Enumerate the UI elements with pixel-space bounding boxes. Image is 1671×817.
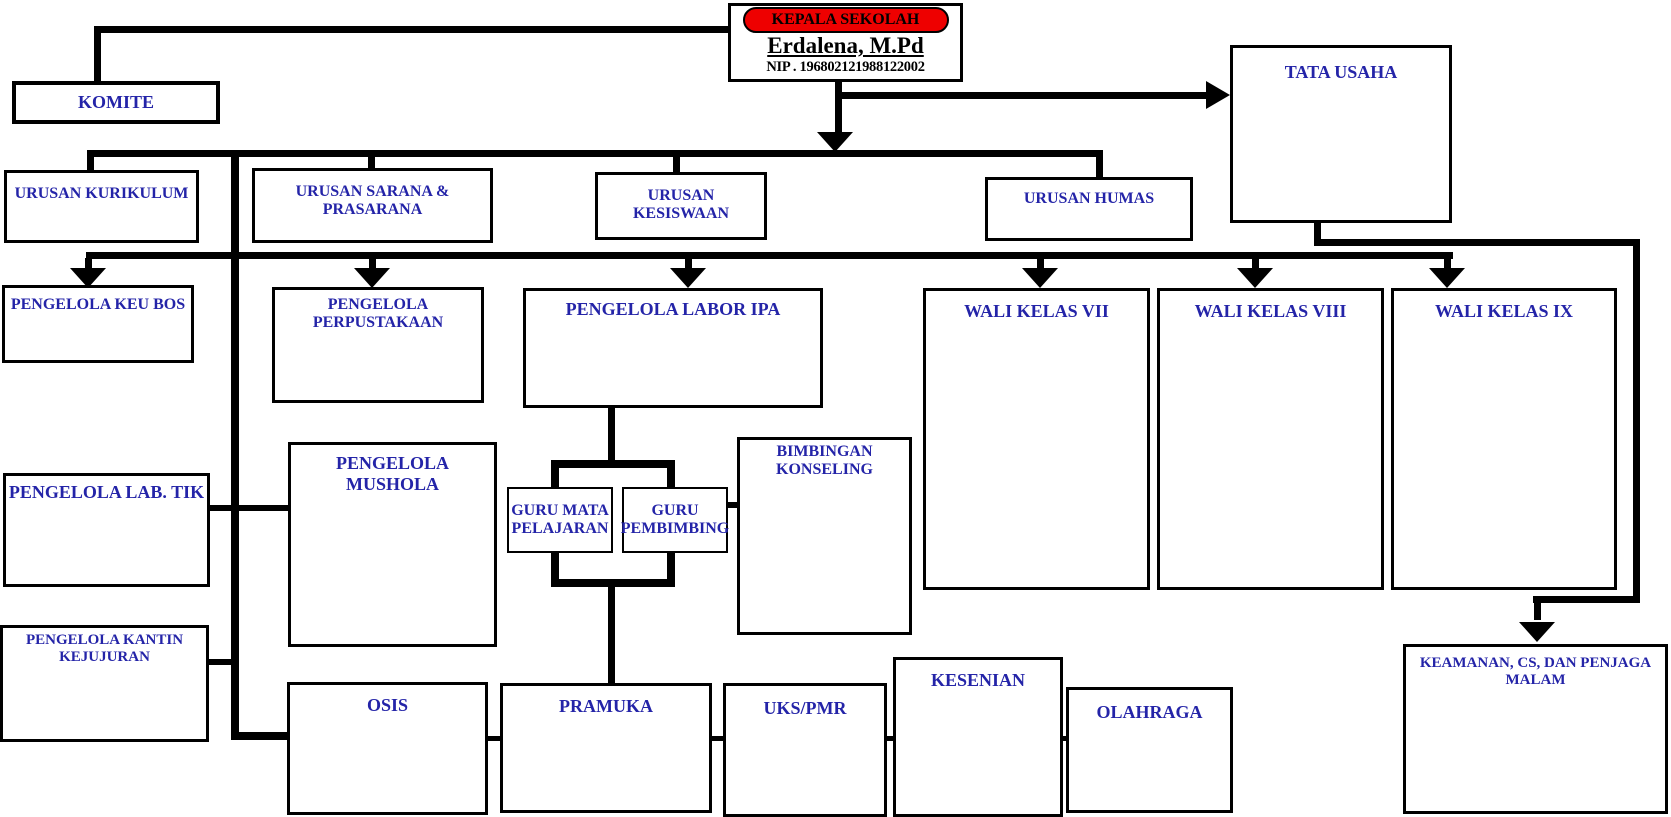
node-urusan-sarana: URUSAN SARANA & PRASARANA [252, 168, 493, 243]
node-kantin-kejujuran: PENGELOLA KANTIN KEJUJURAN [0, 625, 209, 742]
node-keu-bos-label: PENGELOLA KEU BOS [10, 296, 186, 313]
connector-stem-wali7 [1037, 258, 1044, 270]
connector-osis-pramuka [488, 736, 500, 741]
node-olahraga-label: OLAHRAGA [1096, 702, 1203, 722]
connector-kepala-komite-v [94, 26, 101, 81]
connector-trunk-to-osis [231, 732, 289, 740]
connector-stem-wali9 [1444, 258, 1451, 270]
node-tata-usaha-label: TATA USAHA [1284, 62, 1398, 82]
connector-drop-kesiswaan [673, 156, 680, 174]
node-wali-kelas-vii-label: WALI KELAS VII [964, 301, 1109, 321]
node-perpustakaan: PENGELOLA PERPUSTAKAAN [272, 287, 484, 403]
connector-tatausaha-elbow-v [1314, 223, 1321, 246]
node-guru-mata-pelajaran: GURU MATA PELAJARAN [507, 487, 613, 553]
node-bimbingan-konseling: BIMBINGAN KONSELING [737, 437, 912, 635]
connector-guru-pramuka-stem [608, 587, 615, 683]
connector-drop-kurikulum [87, 150, 94, 172]
node-wali-kelas-ix-label: WALI KELAS IX [1434, 301, 1574, 321]
connector-kepala-tatausaha-h [835, 92, 1206, 99]
node-labor-ipa-label: PENGELOLA LABOR IPA [565, 299, 781, 319]
node-kesenian-label: KESENIAN [930, 670, 1026, 690]
node-urusan-kesiswaan-label: URUSAN KESISWAAN [632, 187, 730, 223]
arrowhead-wali9-icon [1429, 268, 1465, 288]
node-osis-label: OSIS [366, 695, 409, 715]
node-uks-pmr-label: UKS/PMR [763, 698, 847, 718]
connector-keamanan-stem [1534, 600, 1541, 620]
connector-tatausaha-elbow-h [1314, 239, 1640, 246]
node-kesenian: KESENIAN [893, 657, 1063, 817]
node-urusan-kesiswaan: URUSAN KESISWAAN [595, 172, 767, 240]
node-pramuka: PRAMUKA [500, 683, 712, 813]
node-keamanan: KEAMANAN, CS, DAN PENJAGA MALAM [1403, 644, 1668, 814]
node-urusan-humas-label: URUSAN HUMAS [1023, 190, 1155, 207]
connector-stem-perpustakaan [369, 258, 376, 270]
kepala-nip: NIP . 196802121988122002 [766, 59, 925, 75]
arrowhead-laboripa-icon [670, 268, 706, 288]
connector-guru-bracket-top [551, 460, 675, 468]
connector-kesenian-olahraga [1063, 736, 1067, 741]
node-kantin-kejujuran-label: PENGELOLA KANTIN KEJUJURAN [25, 632, 184, 666]
connector-pembimbing-bk [728, 502, 737, 508]
arrowhead-tatausaha-right-icon [1206, 81, 1230, 109]
connector-guru-bracket-bottom [551, 579, 675, 587]
connector-stem-laboripa [685, 258, 692, 270]
node-lab-tik: PENGELOLA LAB. TIK [3, 473, 210, 587]
connector-uks-kesenian [887, 736, 894, 741]
arrowhead-keamanan-icon [1519, 622, 1555, 642]
node-mushola-label: PENGELOLA MUSHOLA [335, 453, 450, 494]
kepala-role-badge: KEPALA SEKOLAH [742, 7, 949, 33]
connector-kantin-trunk [209, 659, 236, 665]
node-tata-usaha: TATA USAHA [1230, 45, 1452, 223]
connector-tier1-rail [87, 150, 1103, 157]
node-urusan-sarana-label: URUSAN SARANA & PRASARANA [295, 183, 450, 219]
node-urusan-humas: URUSAN HUMAS [985, 177, 1193, 241]
node-wali-kelas-ix: WALI KELAS IX [1391, 288, 1617, 590]
kepala-name: Erdalena, M.Pd [767, 33, 924, 58]
node-urusan-kurikulum-label: URUSAN KURIKULUM [14, 185, 189, 202]
node-osis: OSIS [287, 682, 488, 815]
arrowhead-wali7-icon [1022, 268, 1058, 288]
node-uks-pmr: UKS/PMR [723, 683, 887, 817]
kepala-role-label: KEPALA SEKOLAH [771, 11, 920, 28]
node-olahraga: OLAHRAGA [1066, 687, 1233, 813]
node-bimbingan-konseling-label: BIMBINGAN KONSELING [776, 443, 873, 479]
connector-left-trunk [231, 156, 239, 740]
connector-laboripa-guru-stem [608, 408, 615, 464]
node-wali-kelas-viii: WALI KELAS VIII [1157, 288, 1384, 590]
node-wali-kelas-vii: WALI KELAS VII [923, 288, 1150, 590]
node-kepala-sekolah: KEPALA SEKOLAH Erdalena, M.Pd NIP . 1968… [728, 3, 963, 82]
arrowhead-perpustakaan-icon [354, 268, 390, 288]
connector-pramuka-uks [712, 736, 723, 741]
connector-labtik-mushola [210, 505, 288, 511]
node-pramuka-label: PRAMUKA [559, 696, 653, 716]
connector-kepala-stem [835, 82, 842, 134]
node-guru-pembimbing-label: GURU PEMBIMBING [620, 501, 730, 537]
node-guru-pembimbing: GURU PEMBIMBING [620, 487, 730, 553]
connector-drop-sarana [368, 156, 375, 170]
node-perpustakaan-label: PENGELOLA PERPUSTAKAAN [312, 296, 444, 332]
arrowhead-keubos-icon [70, 268, 106, 288]
arrowhead-wali8-icon [1237, 268, 1273, 288]
node-keu-bos: PENGELOLA KEU BOS [2, 285, 194, 363]
arrowhead-kepala-down-icon [817, 132, 853, 152]
node-urusan-kurikulum: URUSAN KURIKULUM [4, 170, 199, 243]
connector-stem-keubos [85, 258, 92, 270]
node-mushola: PENGELOLA MUSHOLA [288, 442, 497, 647]
node-komite: KOMITE [12, 81, 220, 124]
node-guru-mata-pelajaran-label: GURU MATA PELAJARAN [511, 501, 609, 537]
connector-drop-humas [1096, 150, 1103, 178]
node-wali-kelas-viii-label: WALI KELAS VIII [1194, 301, 1347, 321]
connector-kepala-komite-h [97, 26, 728, 33]
node-keamanan-label: KEAMANAN, CS, DAN PENJAGA MALAM [1419, 655, 1652, 689]
node-labor-ipa: PENGELOLA LABOR IPA [523, 288, 823, 408]
connector-stem-wali8 [1252, 258, 1259, 270]
connector-right-trunk [1633, 239, 1640, 603]
connector-tier2-rail [86, 252, 1453, 259]
connector-keamanan-h [1533, 596, 1640, 603]
node-komite-label: KOMITE [77, 92, 154, 113]
node-lab-tik-label: PENGELOLA LAB. TIK [8, 482, 205, 502]
